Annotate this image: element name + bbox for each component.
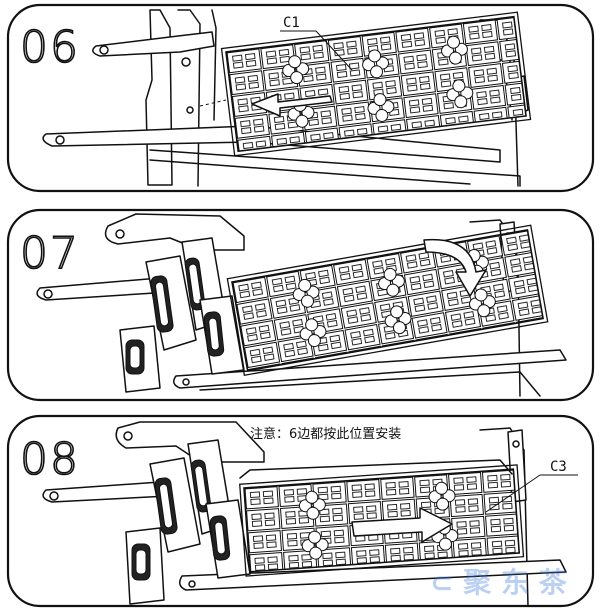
installed-side-panels bbox=[119, 237, 245, 393]
step-08-note: 注意：6边都按此位置安装 bbox=[250, 426, 401, 442]
step-08-callout-label: C3 bbox=[550, 459, 567, 475]
step-06-panel: 06 bbox=[6, 3, 595, 193]
rotate-arrow-icon bbox=[423, 238, 487, 297]
installed-side-panels-08 bbox=[125, 439, 251, 605]
watermark-logo: ⊂ 聚 东 茶 bbox=[430, 566, 568, 599]
step-08-number: 08 bbox=[20, 434, 80, 485]
push-arrow-icon bbox=[351, 507, 453, 543]
step-08-panel: 08 注意：6边都按此位置安装 bbox=[6, 414, 595, 608]
step-06-number: 06 bbox=[20, 22, 80, 73]
step-07-panel: 07 bbox=[6, 208, 595, 402]
direction-arrow-icon bbox=[251, 93, 333, 117]
step-07-number: 07 bbox=[20, 228, 80, 279]
step-06-callout-label: C1 bbox=[283, 15, 300, 31]
